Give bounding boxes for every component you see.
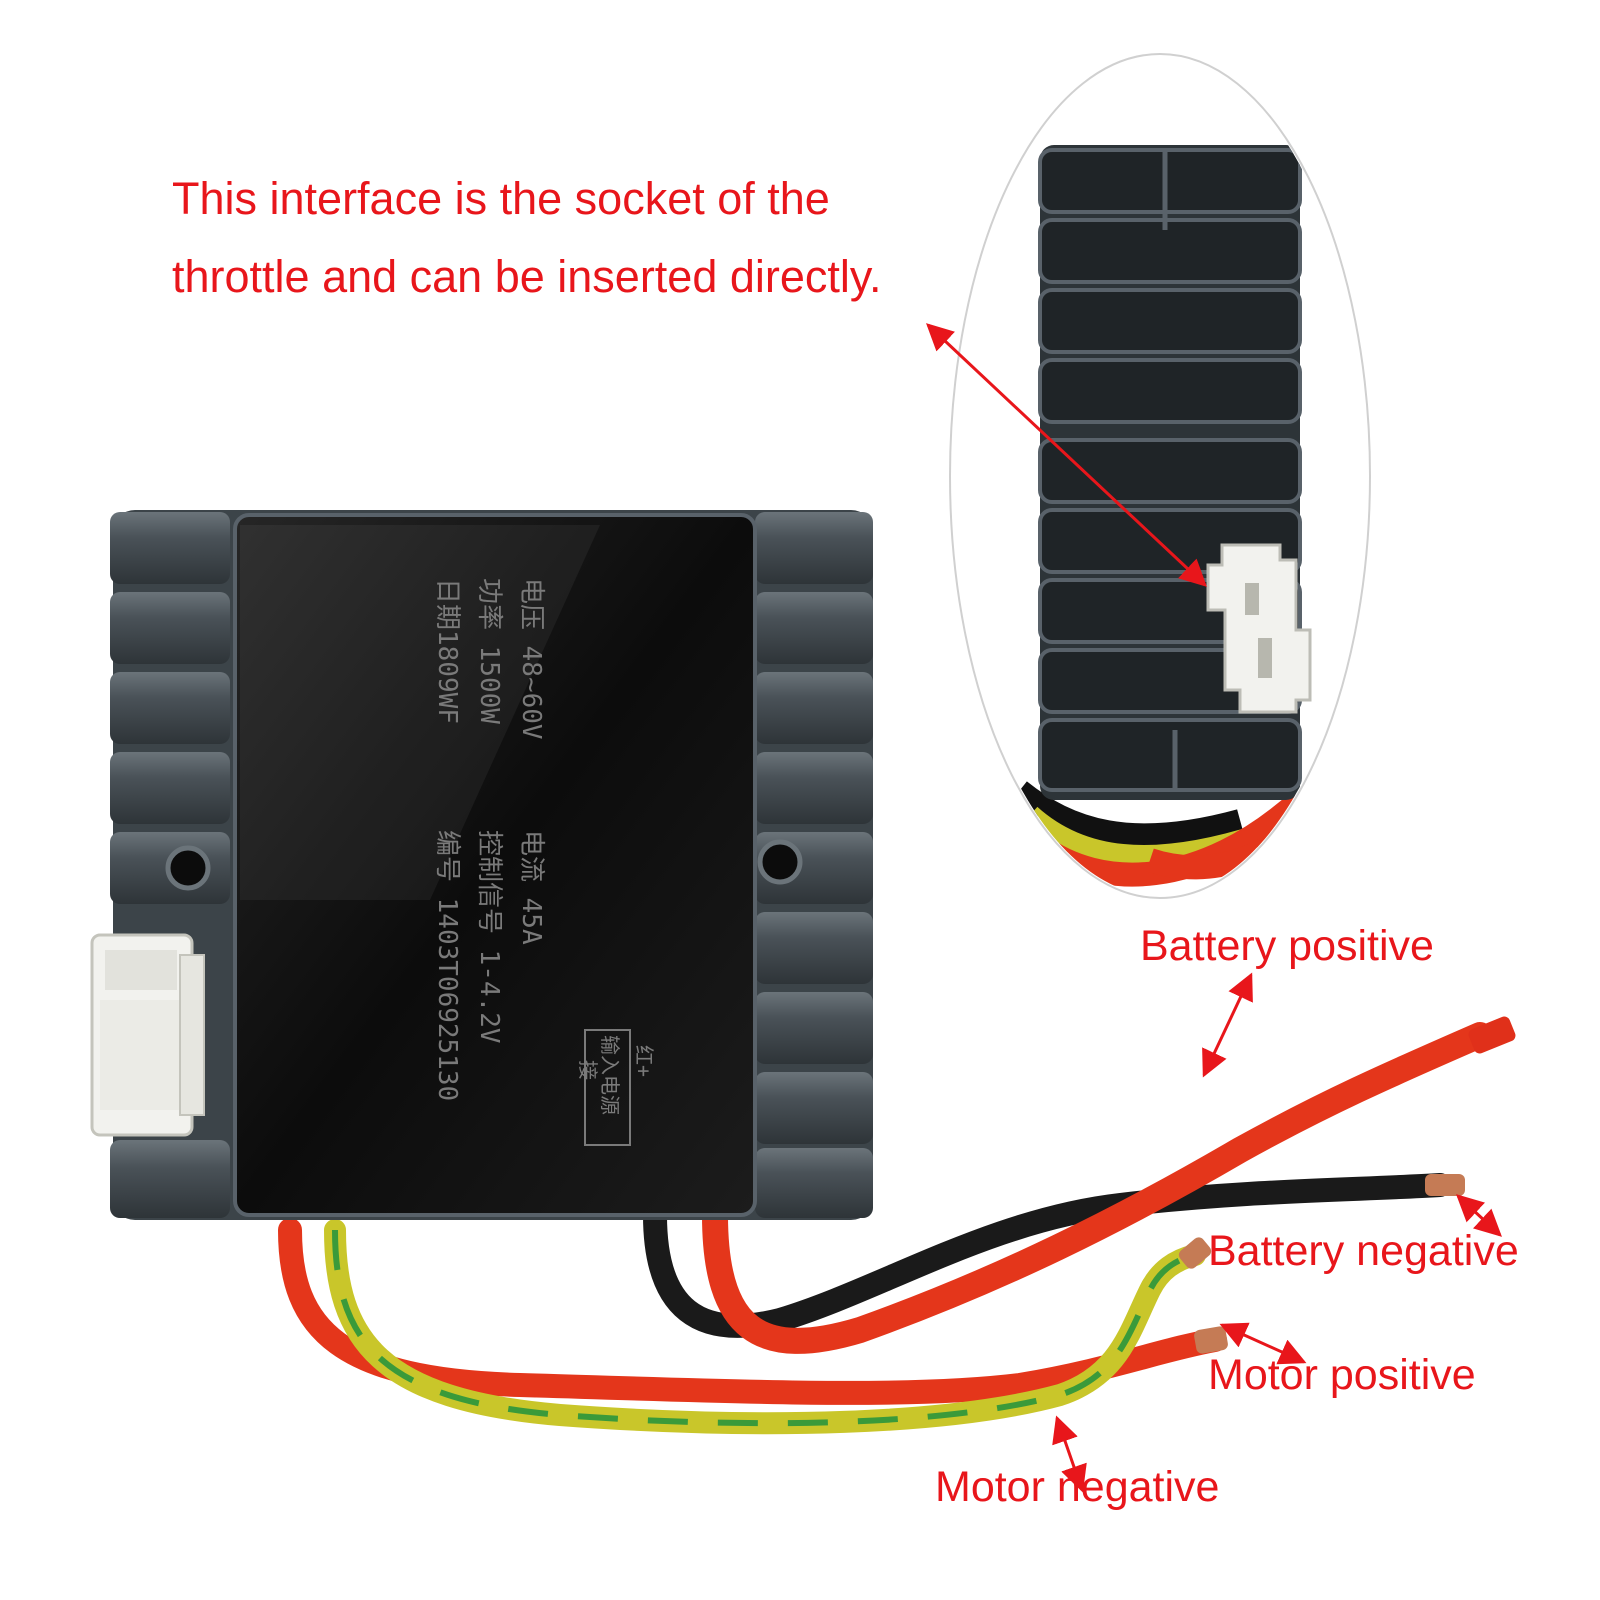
mount-hole-left (165, 845, 211, 891)
battery-positive-arrow (1202, 972, 1253, 1078)
interface-arrow (926, 323, 1207, 587)
mount-hole-right (757, 839, 803, 885)
motor-positive-wire (278, 1218, 1227, 1405)
motor-negative-label: Motor negative (935, 1463, 1220, 1511)
label-control-signal: 控制信号 1-4.2V (474, 830, 504, 1044)
motor-negative-arrow (1052, 1415, 1087, 1493)
motor-positive-arrow (1219, 1322, 1307, 1365)
annotation-arrows (926, 323, 1502, 1493)
label-power: 功率 1500W (474, 578, 504, 724)
zoom-inset (949, 53, 1371, 899)
battery-negative-wire (643, 1173, 1452, 1338)
throttle-socket (90, 933, 205, 1137)
battery-positive-wire (702, 1022, 1493, 1354)
label-current: 电流 45A (516, 830, 546, 945)
controller-body (110, 510, 873, 1220)
interface-caption-line2: throttle and can be inserted directly. (172, 251, 882, 302)
label-date: 日期1809WF (432, 578, 462, 724)
label-voltage: 电压 48~60V (516, 578, 546, 740)
interface-caption-line1: This interface is the socket of the (172, 173, 830, 224)
wires (278, 1016, 1516, 1435)
label-red-plus: 红+ (632, 1045, 656, 1078)
label-serial: 编号 1403T06925130 (432, 830, 462, 1102)
inset-throttle-socket (1206, 543, 1312, 714)
battery-positive-label: Battery positive (1140, 922, 1434, 970)
battery-negative-arrow (1456, 1194, 1502, 1237)
battery-negative-label: Battery negative (1208, 1227, 1519, 1275)
label-connect: 接 (576, 1060, 600, 1080)
motor-positive-label: Motor positive (1208, 1351, 1476, 1399)
